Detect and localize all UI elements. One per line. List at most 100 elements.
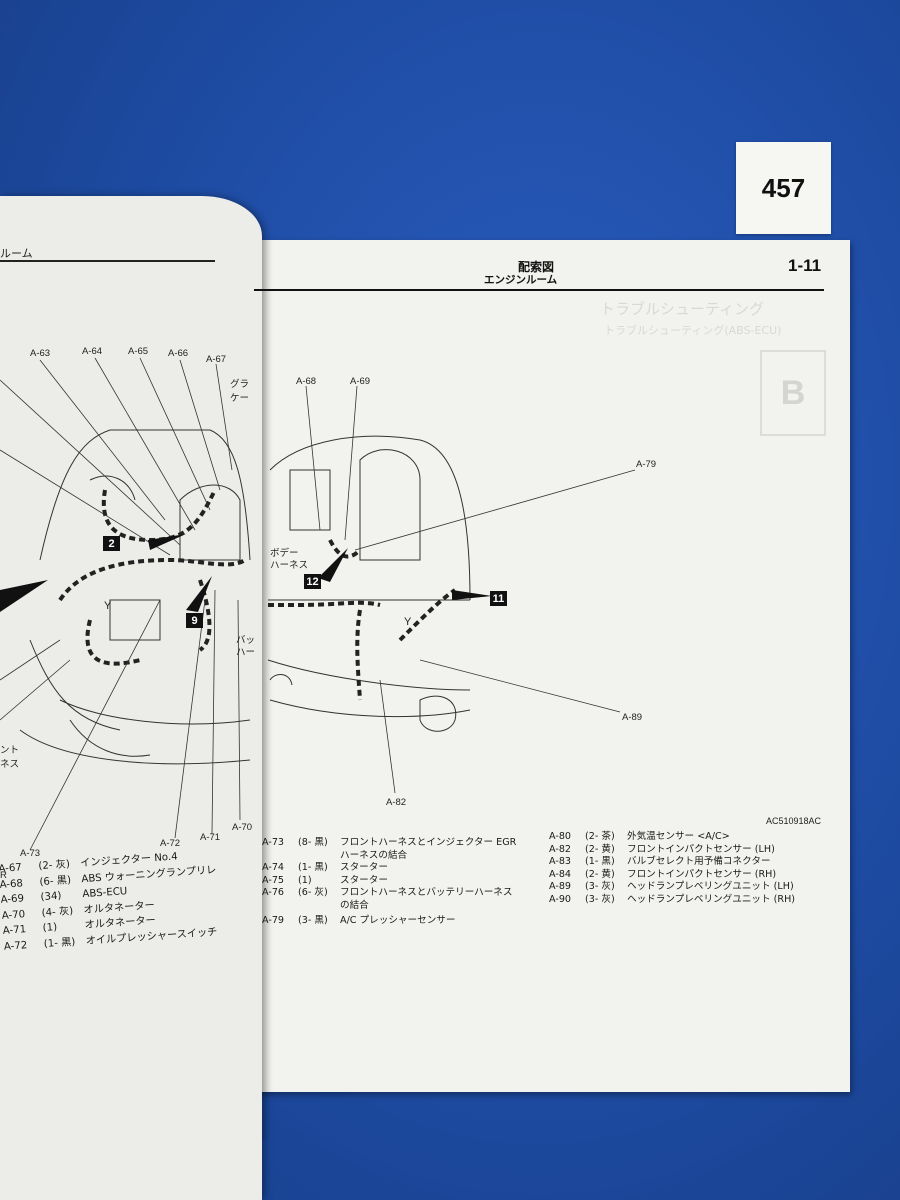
pointer-arrow-9: [186, 576, 212, 612]
pointer-arrow-2: [148, 534, 186, 550]
legend-row: A-75 (1) スターター: [262, 875, 516, 888]
legend-left: A-67(2- 灰)インジェクター No.4 A-68(6- 黒)ABS ウォー…: [0, 847, 221, 955]
pointer-arrow-left: [0, 580, 48, 612]
legend-code: A-73: [262, 837, 285, 848]
leader-lines-left: [0, 357, 241, 851]
legend-code: A-90: [549, 893, 572, 905]
legend-row: ハーネスの結合: [262, 850, 516, 863]
harness-text-2: ハー: [236, 647, 256, 658]
legend-spec: (6- 灰): [298, 887, 328, 899]
legend-spec: (3- 灰): [585, 893, 615, 905]
pointer-arrow-11: [452, 590, 492, 600]
legend-row: A-79 (3- 黒) A/C プレッシャーセンサー: [262, 915, 516, 928]
lot-number-sticker: 457: [736, 142, 831, 234]
callout-box-11: 11: [490, 591, 507, 606]
side-text-2: ケー: [230, 393, 250, 404]
legend-row: A-90 (3- 灰) ヘッドランプレベリングユニット (RH): [549, 894, 795, 907]
callout-box-2: 2: [103, 536, 120, 551]
side-text-1: グラ: [230, 379, 250, 390]
legend-spec: (2- 黄): [585, 843, 615, 855]
legend-desc: フロントインパクトセンサー (RH): [627, 868, 777, 880]
header-rule: [254, 289, 824, 291]
legend-desc: A/C プレッシャーセンサー: [340, 914, 456, 926]
section-subtitle: エンジンルーム: [484, 274, 558, 286]
callout-box-9: 9: [186, 613, 203, 628]
r-mark-left: R: [0, 870, 7, 881]
callout-box-2-label: 2: [108, 537, 115, 550]
body-harness-2: ハーネス: [270, 560, 309, 571]
section-title: 配索図: [518, 260, 555, 274]
label-a66: A-66: [168, 348, 189, 359]
body-harness-1: ボデー: [270, 548, 299, 559]
legend-row: A-80 (2- 茶) 外気温センサー <A/C>: [549, 831, 795, 844]
callout-box-11-label: 11: [492, 592, 505, 605]
legend-code: A-89: [549, 881, 572, 893]
left-header-text: ルーム: [0, 247, 33, 260]
legend-spec: (1): [298, 874, 312, 886]
label-a79: A-79: [636, 459, 657, 470]
label-a73: A-73: [20, 848, 41, 859]
label-a82: A-82: [386, 797, 407, 808]
callout-box-12: 12: [304, 574, 321, 589]
legend-code: A-75: [262, 874, 285, 886]
label-a68: A-68: [296, 376, 317, 387]
legend-spec: [298, 850, 340, 863]
label-a89: A-89: [622, 712, 643, 723]
legend-row: A-73 (8- 黒) フロントハーネスとインジェクター EGR: [262, 837, 516, 850]
legend-desc: バルブセレクト用予備コネクター: [627, 856, 771, 868]
left-text-2: ネス: [0, 759, 20, 770]
legend-spec: (1- 黒): [43, 936, 76, 950]
figure-code: AC510918AC: [766, 816, 822, 826]
legend-spec: (3- 灰): [585, 881, 615, 893]
legend-desc: ヘッドランプレベリングユニット (RH): [627, 893, 796, 905]
legend-row: A-83 (1- 黒) バルブセレクト用予備コネクター: [549, 856, 795, 869]
left-header-rule: [0, 260, 215, 262]
legend-code: A-83: [549, 856, 572, 868]
ghost-badge: B: [760, 350, 826, 436]
legend-code: A-72: [3, 939, 28, 953]
pointer-arrow-12: [318, 548, 348, 582]
legend-row: A-82(2- 黄)フロントインパクトセンサー (LH): [549, 844, 795, 857]
legend-row: A-76(6- 灰)フロントハーネスとバッテリーハーネス: [262, 887, 516, 900]
callout-box-12-label: 12: [306, 575, 319, 588]
y-mark-left: Y: [104, 600, 112, 612]
right-page: [246, 240, 850, 1092]
harness-right: [268, 539, 457, 701]
callout-box-9-label: 9: [191, 614, 198, 627]
legend-code: A-84: [549, 868, 572, 880]
legend-code: A-79: [262, 914, 285, 926]
legend-desc: 外気温センサー <A/C>: [627, 831, 730, 842]
legend-spec: (2- 茶): [585, 831, 615, 842]
car-outline-right: [267, 435, 471, 732]
legend-code: A-74: [262, 862, 285, 874]
legend-middle: A-73 (8- 黒) フロントハーネスとインジェクター EGR ハーネスの結合 A…: [262, 837, 516, 927]
left-page: [0, 196, 262, 1200]
legend-code: [262, 900, 298, 913]
label-a67: A-67: [206, 354, 227, 365]
legend-code: A-76: [262, 887, 285, 899]
legend-desc: スターター: [340, 874, 388, 886]
legend-spec: (1- 黒): [585, 856, 615, 868]
legend-code: A-82: [549, 843, 572, 855]
legend-desc: フロントハーネスとインジェクター EGR: [340, 837, 517, 848]
page-number: 1-11: [788, 256, 822, 275]
legend-spec: [298, 900, 340, 913]
label-a70: A-70: [232, 822, 253, 833]
legend-spec: (2- 黄): [585, 868, 615, 880]
legend-spec: (1- 黒): [298, 862, 328, 874]
label-a72: A-72: [160, 838, 181, 849]
harness-text-1: バッ: [236, 635, 256, 646]
ghost-badge-letter: B: [780, 373, 806, 412]
legend-row: A-74 (1- 黒) スターター: [262, 862, 516, 875]
lot-number: 457: [761, 172, 806, 203]
ghost-title: トラブルシューティング: [600, 300, 765, 318]
legend-desc: ハーネスの結合: [340, 849, 408, 861]
legend-spec: (3- 黒): [298, 914, 328, 926]
legend-desc: スターター: [340, 862, 388, 874]
legend-code: A-80: [549, 831, 572, 842]
y-mark-right: Y: [404, 616, 412, 628]
legend-desc: ヘッドランプレベリングユニット (LH): [627, 881, 794, 893]
legend-spec: (8- 黒): [298, 837, 328, 848]
legend-row: A-89 (3- 灰) ヘッドランプレベリングユニット (LH): [549, 881, 795, 894]
